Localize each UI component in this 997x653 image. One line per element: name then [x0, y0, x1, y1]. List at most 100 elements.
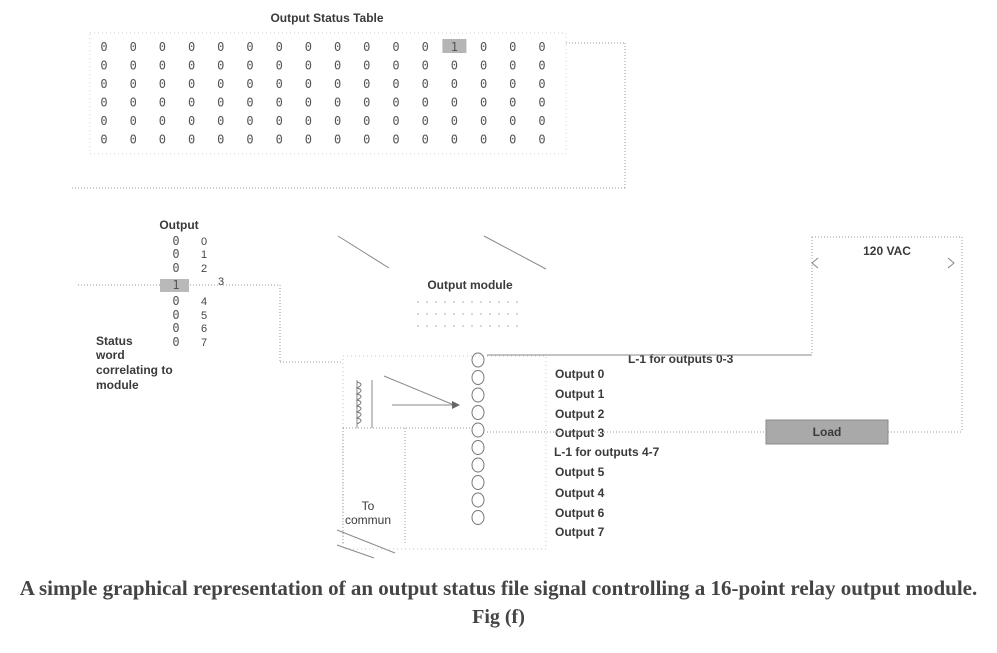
status-table-cell: 0	[130, 133, 137, 147]
module-dot	[435, 301, 437, 303]
status-table-cell: 0	[422, 133, 429, 147]
terminal-icon	[471, 510, 485, 525]
status-table-cell: 0	[188, 133, 195, 147]
status-table-cell: 0	[130, 77, 137, 91]
status-table-cell: 0	[334, 114, 341, 128]
status-table-cell: 0	[334, 96, 341, 110]
table-wiring	[72, 42, 626, 270]
status-table-cell: 0	[363, 96, 370, 110]
status-table-cell: 0	[246, 77, 253, 91]
output-module-terminal-dots	[417, 301, 518, 327]
status-table-cell: 0	[334, 77, 341, 91]
status-word-bit: 1	[172, 278, 179, 292]
output-module-title: Output module	[427, 278, 513, 292]
status-table-cell: 0	[188, 59, 195, 73]
status-table-cell: 0	[509, 40, 516, 54]
status-table-cell: 0	[451, 133, 458, 147]
status-table-border	[89, 32, 567, 155]
status-table-cell: 0	[480, 59, 487, 73]
status-table-cell: 0	[480, 96, 487, 110]
module-dot	[444, 301, 446, 303]
terminal-icon	[471, 405, 485, 420]
status-table-cell: 0	[392, 133, 399, 147]
module-dot	[507, 301, 509, 303]
status-word-bit-number: 0	[201, 236, 207, 248]
status-table-cell: 0	[538, 77, 545, 91]
output-label-6: Output 6	[555, 506, 605, 520]
status-word-bit-number: 4	[201, 296, 207, 308]
figure-caption: A simple graphical representation of an …	[19, 576, 978, 600]
module-dot	[444, 325, 446, 327]
status-table-cell: 0	[422, 77, 429, 91]
module-dot	[462, 325, 464, 327]
status-table-cell: 1	[451, 40, 458, 54]
status-table-cell: 0	[538, 40, 545, 54]
terminal-icon	[471, 352, 485, 368]
status-word-bit: 0	[172, 247, 179, 261]
load-rect	[765, 419, 889, 445]
status-table-cell: 0	[509, 96, 516, 110]
status-word-label-2: word	[95, 348, 125, 362]
terminal-icon	[471, 422, 485, 438]
module-dot	[498, 301, 500, 303]
load-box: Load	[765, 419, 889, 445]
status-table-cell: 0	[538, 133, 545, 147]
module-dot	[435, 313, 437, 315]
status-table-cell: 0	[188, 77, 195, 91]
status-table-cell: 0	[422, 40, 429, 54]
status-table-cell: 0	[392, 77, 399, 91]
status-table-cell: 0	[130, 59, 137, 73]
status-table-cell: 0	[188, 40, 195, 54]
status-table-cell: 0	[480, 114, 487, 128]
status-table-cell: 0	[451, 77, 458, 91]
module-dot	[471, 301, 473, 303]
status-table-cell: 0	[451, 114, 458, 128]
module-dot	[489, 325, 491, 327]
status-word-label-4: module	[96, 378, 139, 392]
status-table-cell: 0	[246, 133, 253, 147]
terminal-icon	[471, 475, 485, 490]
relay-arrow-diagonal	[383, 375, 455, 406]
l1-bottom-label: L-1 for outputs 4-7	[554, 445, 660, 459]
supply-voltage-label: 120 VAC	[863, 244, 911, 258]
status-table-cell: 0	[217, 77, 224, 91]
module-dot	[498, 313, 500, 315]
status-table-cell-highlight	[442, 39, 467, 53]
status-table-cell: 0	[509, 114, 516, 128]
status-table-cell: 0	[130, 114, 137, 128]
status-table-cell: 0	[305, 96, 312, 110]
status-table-cell: 0	[100, 77, 107, 91]
status-table-cell: 0	[538, 96, 545, 110]
status-word-label-3: correlating to	[96, 363, 173, 377]
output-label-5: Output 4	[555, 486, 605, 500]
status-table-cell: 0	[363, 59, 370, 73]
status-table-cell: 0	[100, 59, 107, 73]
status-table-cell: 0	[422, 114, 429, 128]
status-table-cell: 0	[334, 133, 341, 147]
status-table-cell: 0	[480, 133, 487, 147]
l1-top-label: L-1 for outputs 0-3	[628, 352, 734, 366]
status-table-cell: 0	[538, 114, 545, 128]
module-dot	[426, 313, 428, 315]
status-table-cell: 0	[451, 59, 458, 73]
status-table-cell: 0	[451, 96, 458, 110]
status-word-bit: 0	[172, 294, 179, 308]
status-table-cell: 0	[130, 40, 137, 54]
terminal-icon	[471, 387, 485, 403]
module-dot	[462, 313, 464, 315]
output-label-4: Output 5	[555, 465, 605, 479]
output-module-terminals	[471, 352, 485, 525]
status-table-cell: 0	[276, 59, 283, 73]
status-word-bit-3-label: 3	[218, 276, 224, 288]
status-table-cell: 0	[392, 96, 399, 110]
status-word-bit: 0	[172, 261, 179, 275]
terminal-icon	[471, 370, 485, 385]
status-table-cell: 0	[363, 77, 370, 91]
relay-arrow-head-icon	[452, 401, 460, 409]
status-table-cell: 0	[422, 96, 429, 110]
module-dot	[516, 313, 518, 315]
